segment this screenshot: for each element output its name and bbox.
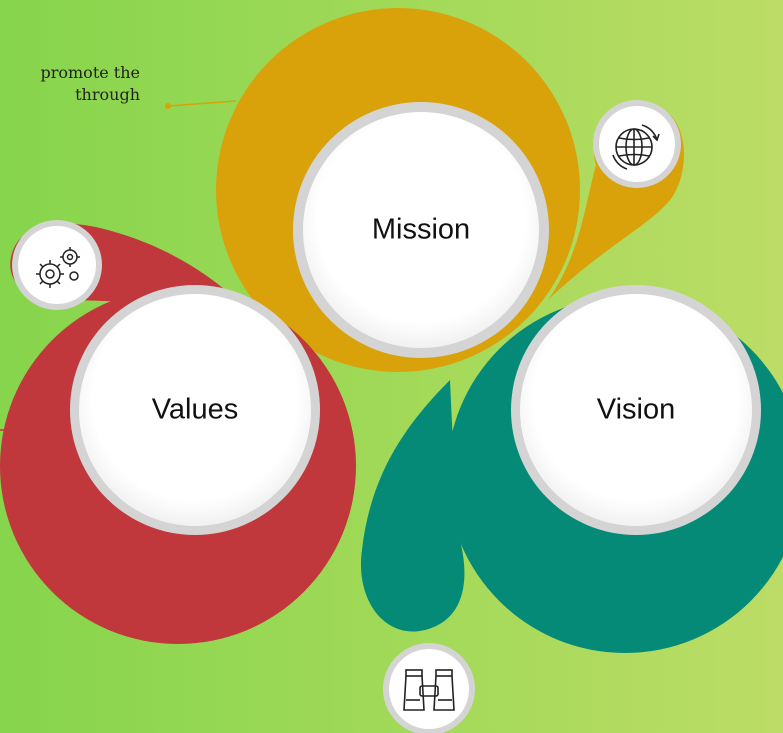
values-node <box>0 223 356 644</box>
mission-inner-circle <box>303 112 539 348</box>
mission-callout-dot <box>165 103 171 109</box>
binoculars-icon <box>383 643 475 733</box>
vision-tail <box>360 380 465 632</box>
mission-callout-text: promote the through <box>40 62 140 106</box>
vision-node <box>360 285 783 653</box>
mission-callout-line2: through <box>75 85 140 104</box>
mission-callout-line <box>167 100 237 107</box>
globe-icon <box>593 100 681 188</box>
vision-inner-circle <box>520 294 752 526</box>
values-inner-circle <box>79 294 311 526</box>
gears-icon <box>12 220 102 310</box>
mission-callout-line1: promote the <box>40 63 140 82</box>
vision-label: Vision <box>596 393 676 426</box>
mission-node <box>216 8 684 372</box>
mission-label: Mission <box>371 213 471 246</box>
values-label: Values <box>151 393 239 426</box>
